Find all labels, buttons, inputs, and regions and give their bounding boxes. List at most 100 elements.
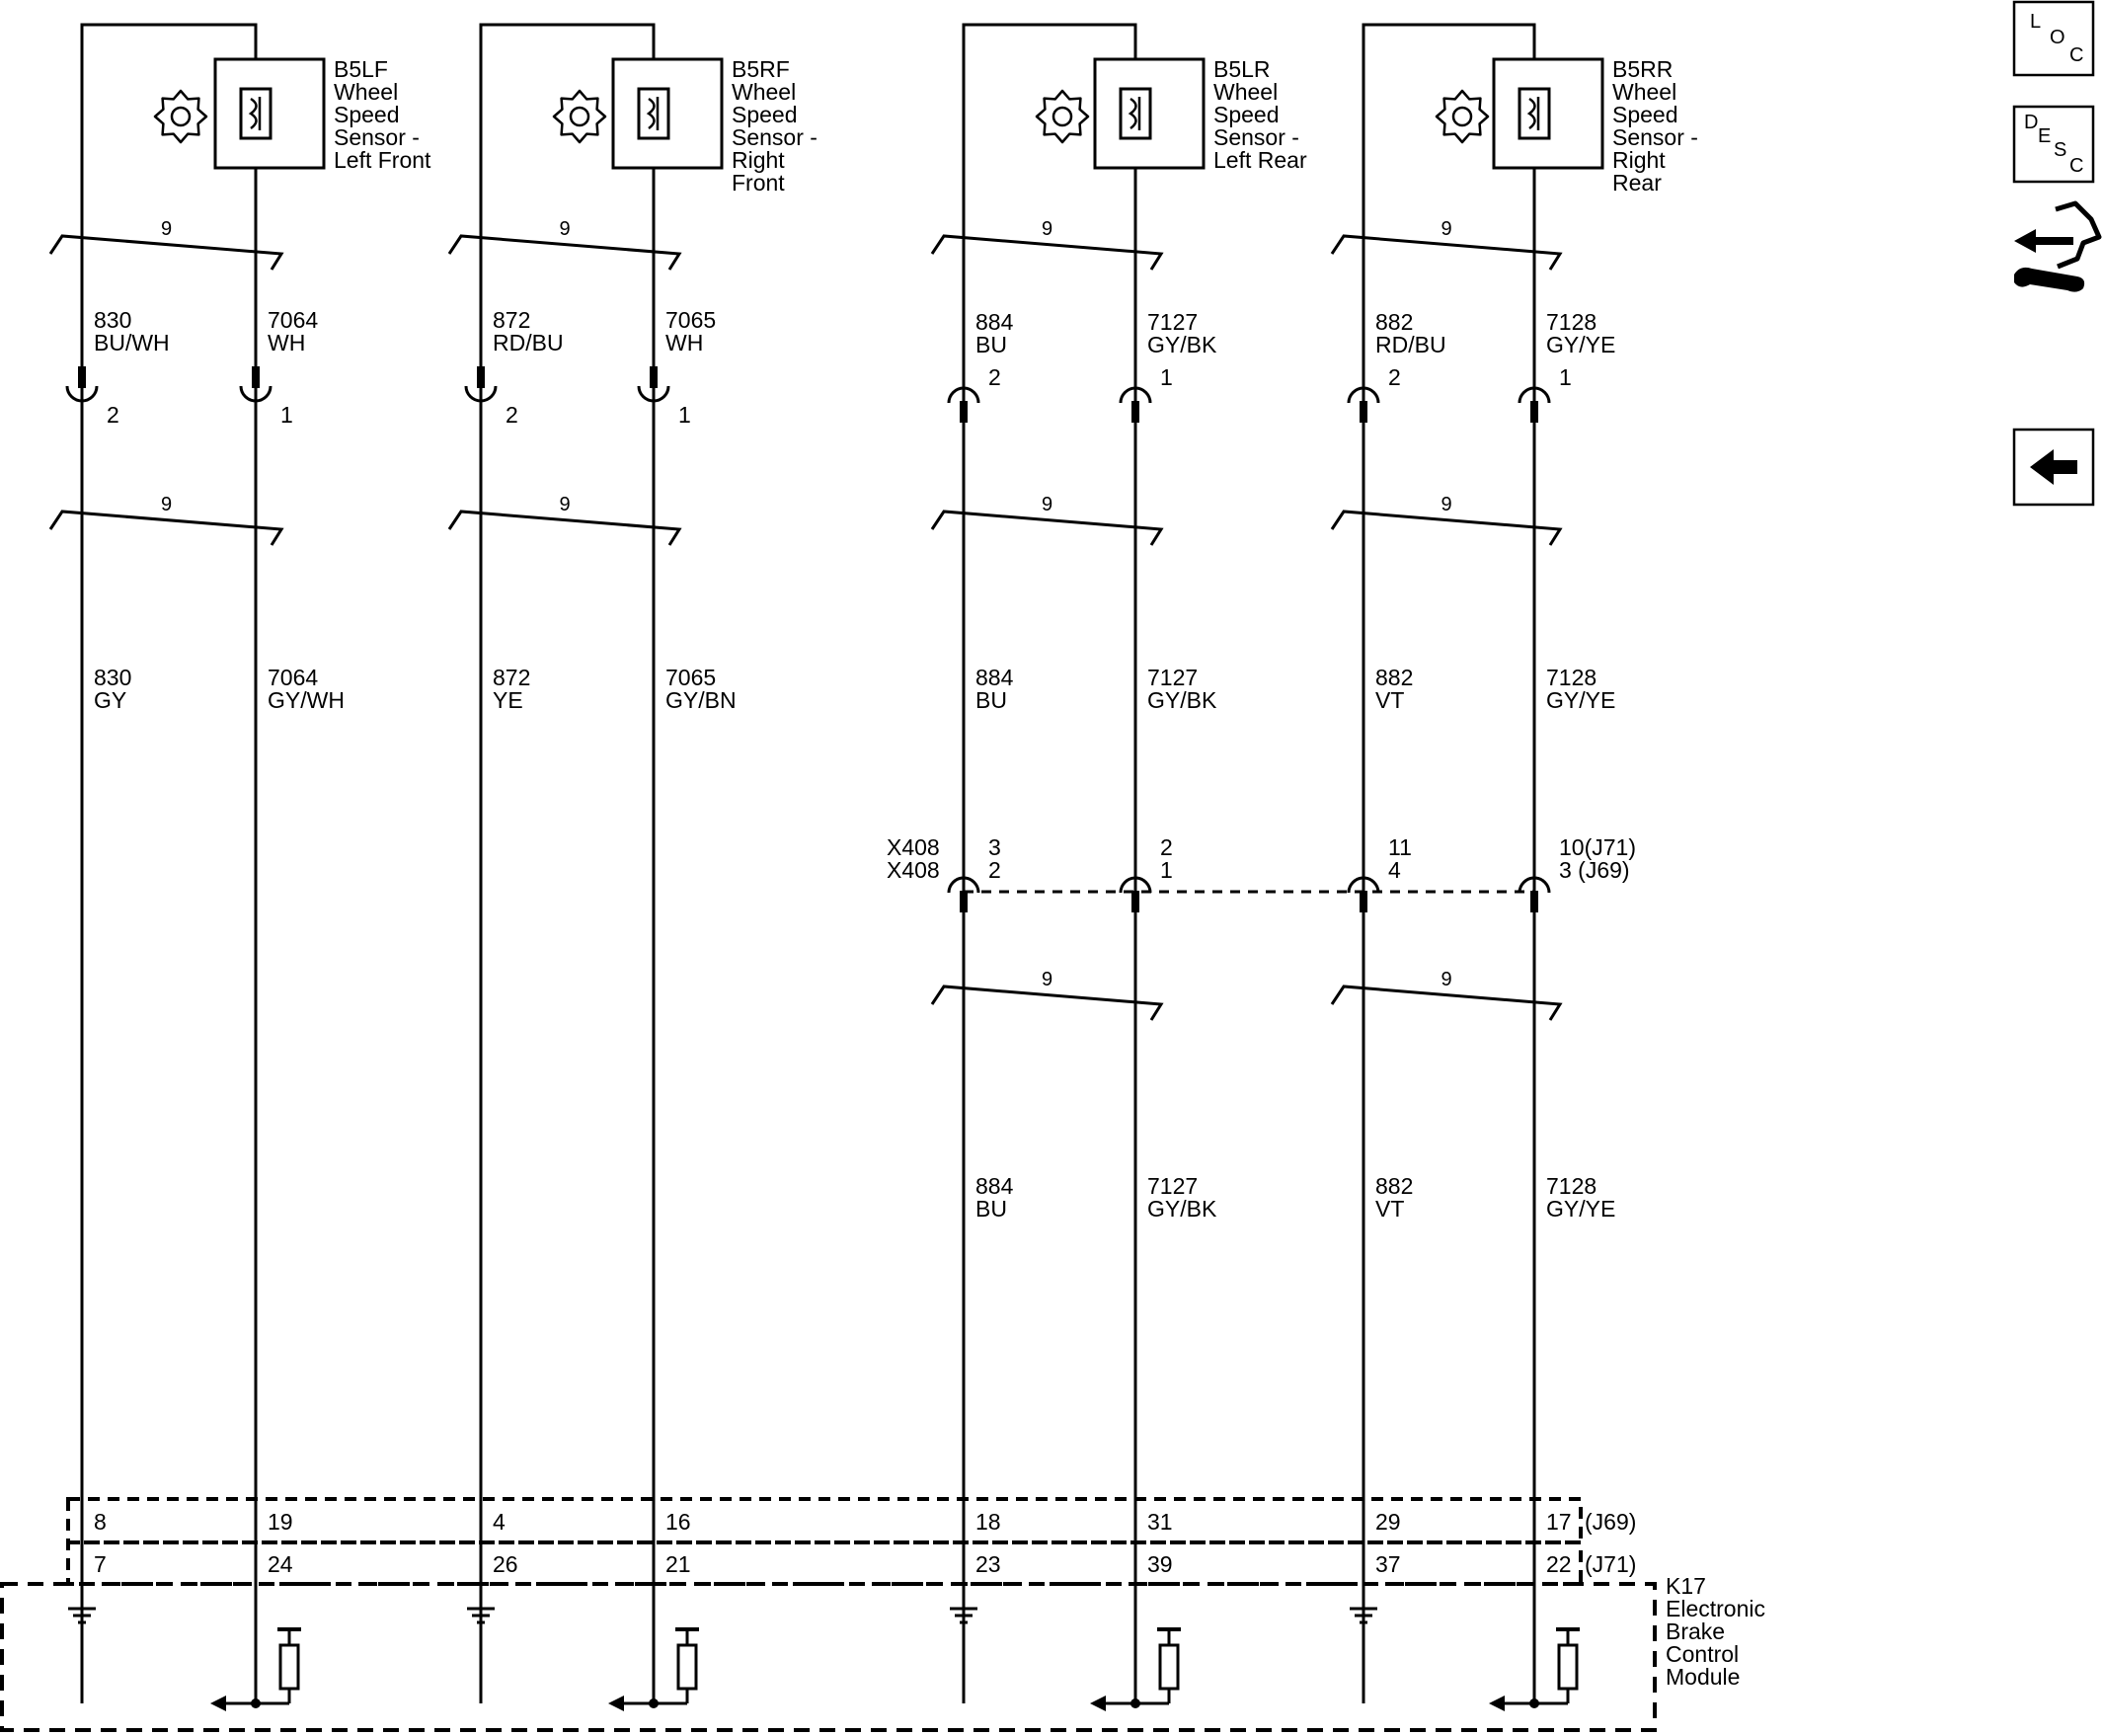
junction-dot [1130, 1698, 1140, 1708]
sensor-label: Sensor - [334, 124, 420, 150]
sensor-label: Sensor - [1612, 124, 1698, 150]
twisted-pair-marker [930, 510, 1164, 546]
connector-repair-icon [2014, 229, 2073, 253]
junction-dot [1529, 1698, 1539, 1708]
twisted-pair-label: 9 [1441, 494, 1452, 515]
connector-cavity [1119, 386, 1152, 404]
inline-connector-pin: 11 [1388, 834, 1412, 860]
module-pin-j69: 16 [665, 1509, 691, 1535]
wire-color-code: RD/BU [1375, 332, 1446, 357]
wire-circuit-number: 7127 [1147, 1173, 1198, 1199]
sensor-coil-icon [1526, 97, 1536, 130]
back-button[interactable] [2012, 428, 2095, 507]
wire-color-code: GY/YE [1546, 687, 1615, 713]
sensor-label: Rear [1612, 170, 1662, 196]
loc-button[interactable]: LOC [2012, 0, 2095, 77]
connector-repair-button[interactable] [2014, 200, 2102, 292]
twisted-pair-marker [1330, 510, 1563, 546]
connector-pin-number: 1 [1559, 364, 1572, 390]
wire-circuit-number: 872 [493, 665, 530, 690]
module-pin-j71: 24 [268, 1551, 293, 1577]
desc-letter: C [2069, 155, 2083, 177]
connector-repair-icon [2055, 200, 2102, 270]
wire-color-code: VT [1375, 687, 1404, 713]
signal-arrow-icon [1090, 1696, 1106, 1711]
sensor-element-icon [239, 87, 273, 140]
sensor-label: Right [732, 147, 785, 173]
wire-circuit-number: 7064 [268, 307, 318, 333]
sensor-element-icon [1119, 87, 1152, 140]
module-pin-j71: 23 [975, 1551, 1001, 1577]
inline-connector-pin: 2 [1160, 834, 1173, 860]
twisted-pair-label: 9 [560, 494, 571, 515]
loc-letter: C [2069, 44, 2083, 66]
back-arrow-icon [2030, 449, 2077, 485]
module-pin-j71: 7 [94, 1551, 107, 1577]
desc-letter: E [2038, 125, 2051, 147]
sensor-label: B5LR [1213, 56, 1271, 82]
signal-arrow-icon [1489, 1696, 1505, 1711]
sensor-label: Wheel [334, 79, 398, 105]
connector-cavity [239, 385, 273, 403]
connector-pin-number: 1 [280, 402, 293, 428]
wire-color-code: BU [975, 687, 1007, 713]
wire-circuit-number: 7065 [665, 307, 716, 333]
module-k17-label: Brake [1666, 1618, 1725, 1644]
inline-connector-label: X408 [887, 834, 940, 860]
loc-letter: L [2030, 11, 2041, 33]
wire-pair-path [80, 23, 258, 1703]
wire-color-code: BU/WH [94, 330, 170, 355]
connector-cavity [637, 385, 670, 403]
wire-circuit-number: 830 [94, 665, 131, 690]
wire-color-code: GY/BN [665, 687, 737, 713]
connector-j71-outline [66, 1540, 1583, 1586]
sensor-label: Left Rear [1213, 147, 1307, 173]
sensor-label: B5RR [1612, 56, 1673, 82]
signal-arrow-icon [608, 1696, 624, 1711]
sensor-label: Speed [1213, 102, 1280, 127]
twisted-pair-label: 9 [1042, 494, 1052, 515]
twisted-pair-marker [1330, 234, 1563, 271]
twisted-pair-marker [447, 510, 682, 546]
desc-letter: D [2024, 112, 2038, 133]
wire-circuit-number: 884 [975, 1173, 1014, 1199]
connector-pin-number: 2 [988, 364, 1001, 390]
sensor-label: Left Front [334, 147, 431, 173]
module-internal-resistor [278, 1643, 300, 1691]
twisted-pair-label: 9 [161, 218, 172, 240]
gear-icon [170, 106, 192, 127]
sensor-coil-icon [248, 97, 258, 130]
connector-cavity [1347, 876, 1380, 894]
wire-color-code: GY/BK [1147, 332, 1217, 357]
desc-icon [2012, 105, 2095, 184]
connector-cavity [1518, 386, 1551, 404]
module-pin-j69: 19 [268, 1509, 293, 1535]
module-pin-j69: 18 [975, 1509, 1001, 1535]
sensor-label: Sensor - [1213, 124, 1299, 150]
inline-connector-pin: 10(J71) [1559, 834, 1636, 860]
wire-circuit-number: 7064 [268, 665, 318, 690]
connector-cavity [464, 385, 498, 403]
wire-circuit-number: 884 [975, 309, 1014, 335]
twisted-pair-label: 9 [1042, 218, 1052, 240]
gear-icon [1052, 106, 1073, 127]
wire-circuit-number: 7127 [1147, 665, 1198, 690]
sensor-label: Speed [1612, 102, 1678, 127]
connector-pin-number: 2 [1388, 364, 1401, 390]
connector-cavity [65, 385, 99, 403]
module-pin-j69: 29 [1375, 1509, 1401, 1535]
wire-circuit-number: 7127 [1147, 309, 1198, 335]
gear-icon [569, 106, 590, 127]
module-pin-j71: 39 [1147, 1551, 1173, 1577]
twisted-pair-marker [930, 985, 1164, 1021]
sensor-label: Front [732, 170, 785, 196]
twisted-pair-label: 9 [161, 494, 172, 515]
wire-color-code: GY/YE [1546, 332, 1615, 357]
module-pin-j71: 26 [493, 1551, 518, 1577]
